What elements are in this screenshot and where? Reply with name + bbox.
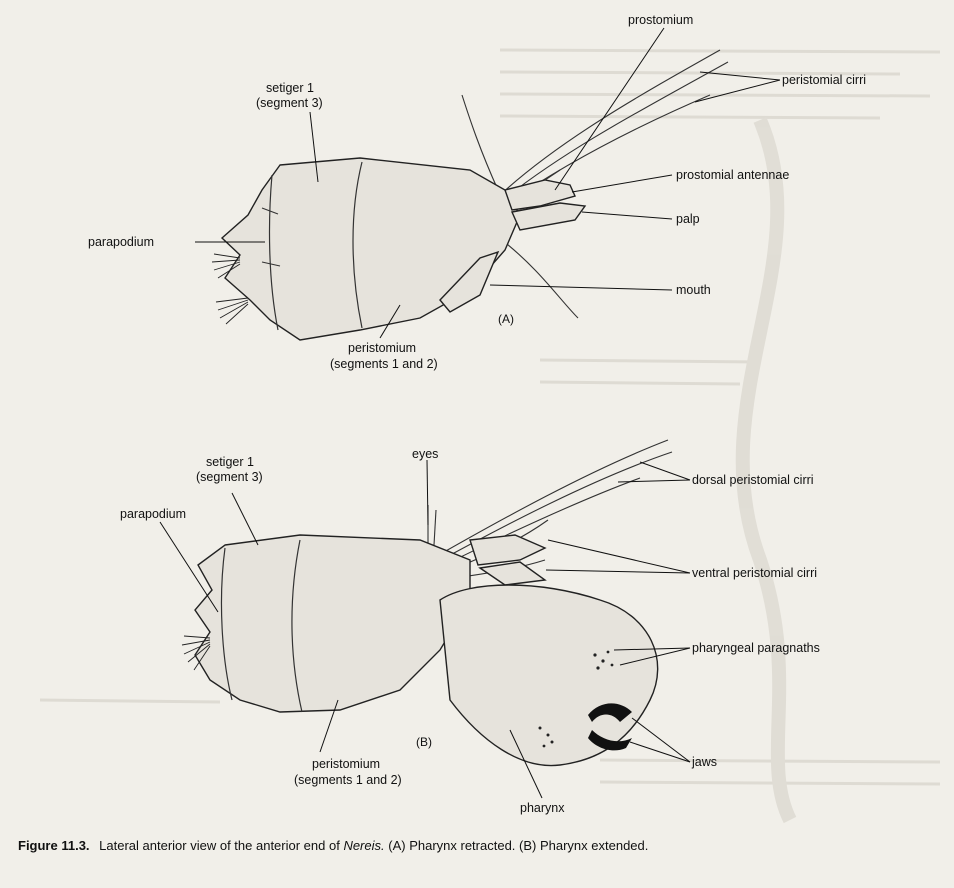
panel-b-labels: setiger 1 (segment 3) eyes dorsal perist… [120, 447, 820, 815]
label-pharynx: pharynx [520, 801, 565, 815]
figure-caption: Figure 11.3. Lateral anterior view of th… [18, 838, 938, 853]
label-parapodium-a: parapodium [88, 235, 154, 249]
label-setiger-a: setiger 1 [266, 81, 314, 95]
panel-a-labels: prostomium peristomial cirri setiger 1 (… [88, 13, 866, 371]
label-peristomium-b-sub: (segments 1 and 2) [294, 773, 402, 787]
label-setiger-b: setiger 1 [206, 455, 254, 469]
label-mouth: mouth [676, 283, 711, 297]
panel-b-illustration [181, 439, 673, 767]
label-prostomium-a: prostomium [628, 13, 693, 27]
caption-figure-number: Figure 11.3. [18, 838, 90, 853]
label-setiger-a-sub: (segment 3) [256, 96, 323, 110]
label-palp: palp [676, 212, 700, 226]
caption-text-before: Lateral anterior view of the anterior en… [99, 838, 340, 853]
label-setiger-b-sub: (segment 3) [196, 470, 263, 484]
caption-italic-genus: Nereis. [343, 838, 385, 853]
caption-text-after: (A) Pharynx retracted. (B) Pharynx exten… [388, 838, 649, 853]
label-peristomium-a-sub: (segments 1 and 2) [330, 357, 438, 371]
label-dorsal-peristomial-cirri: dorsal peristomial cirri [692, 473, 814, 487]
panel-b-label: (B) [416, 735, 432, 749]
label-peristomium-b: peristomium [312, 757, 380, 771]
label-eyes: eyes [412, 447, 438, 461]
panel-a-label: (A) [498, 312, 514, 326]
label-parapodium-b: parapodium [120, 507, 186, 521]
label-pharyngeal-paragnaths: pharyngeal paragnaths [692, 641, 820, 655]
leader-lines [159, 27, 781, 799]
label-prostomial-antennae: prostomial antennae [676, 168, 789, 182]
label-jaws: jaws [691, 755, 717, 769]
label-peristomial-cirri: peristomial cirri [782, 73, 866, 87]
label-ventral-peristomial-cirri: ventral peristomial cirri [692, 566, 817, 580]
label-peristomium-a: peristomium [348, 341, 416, 355]
